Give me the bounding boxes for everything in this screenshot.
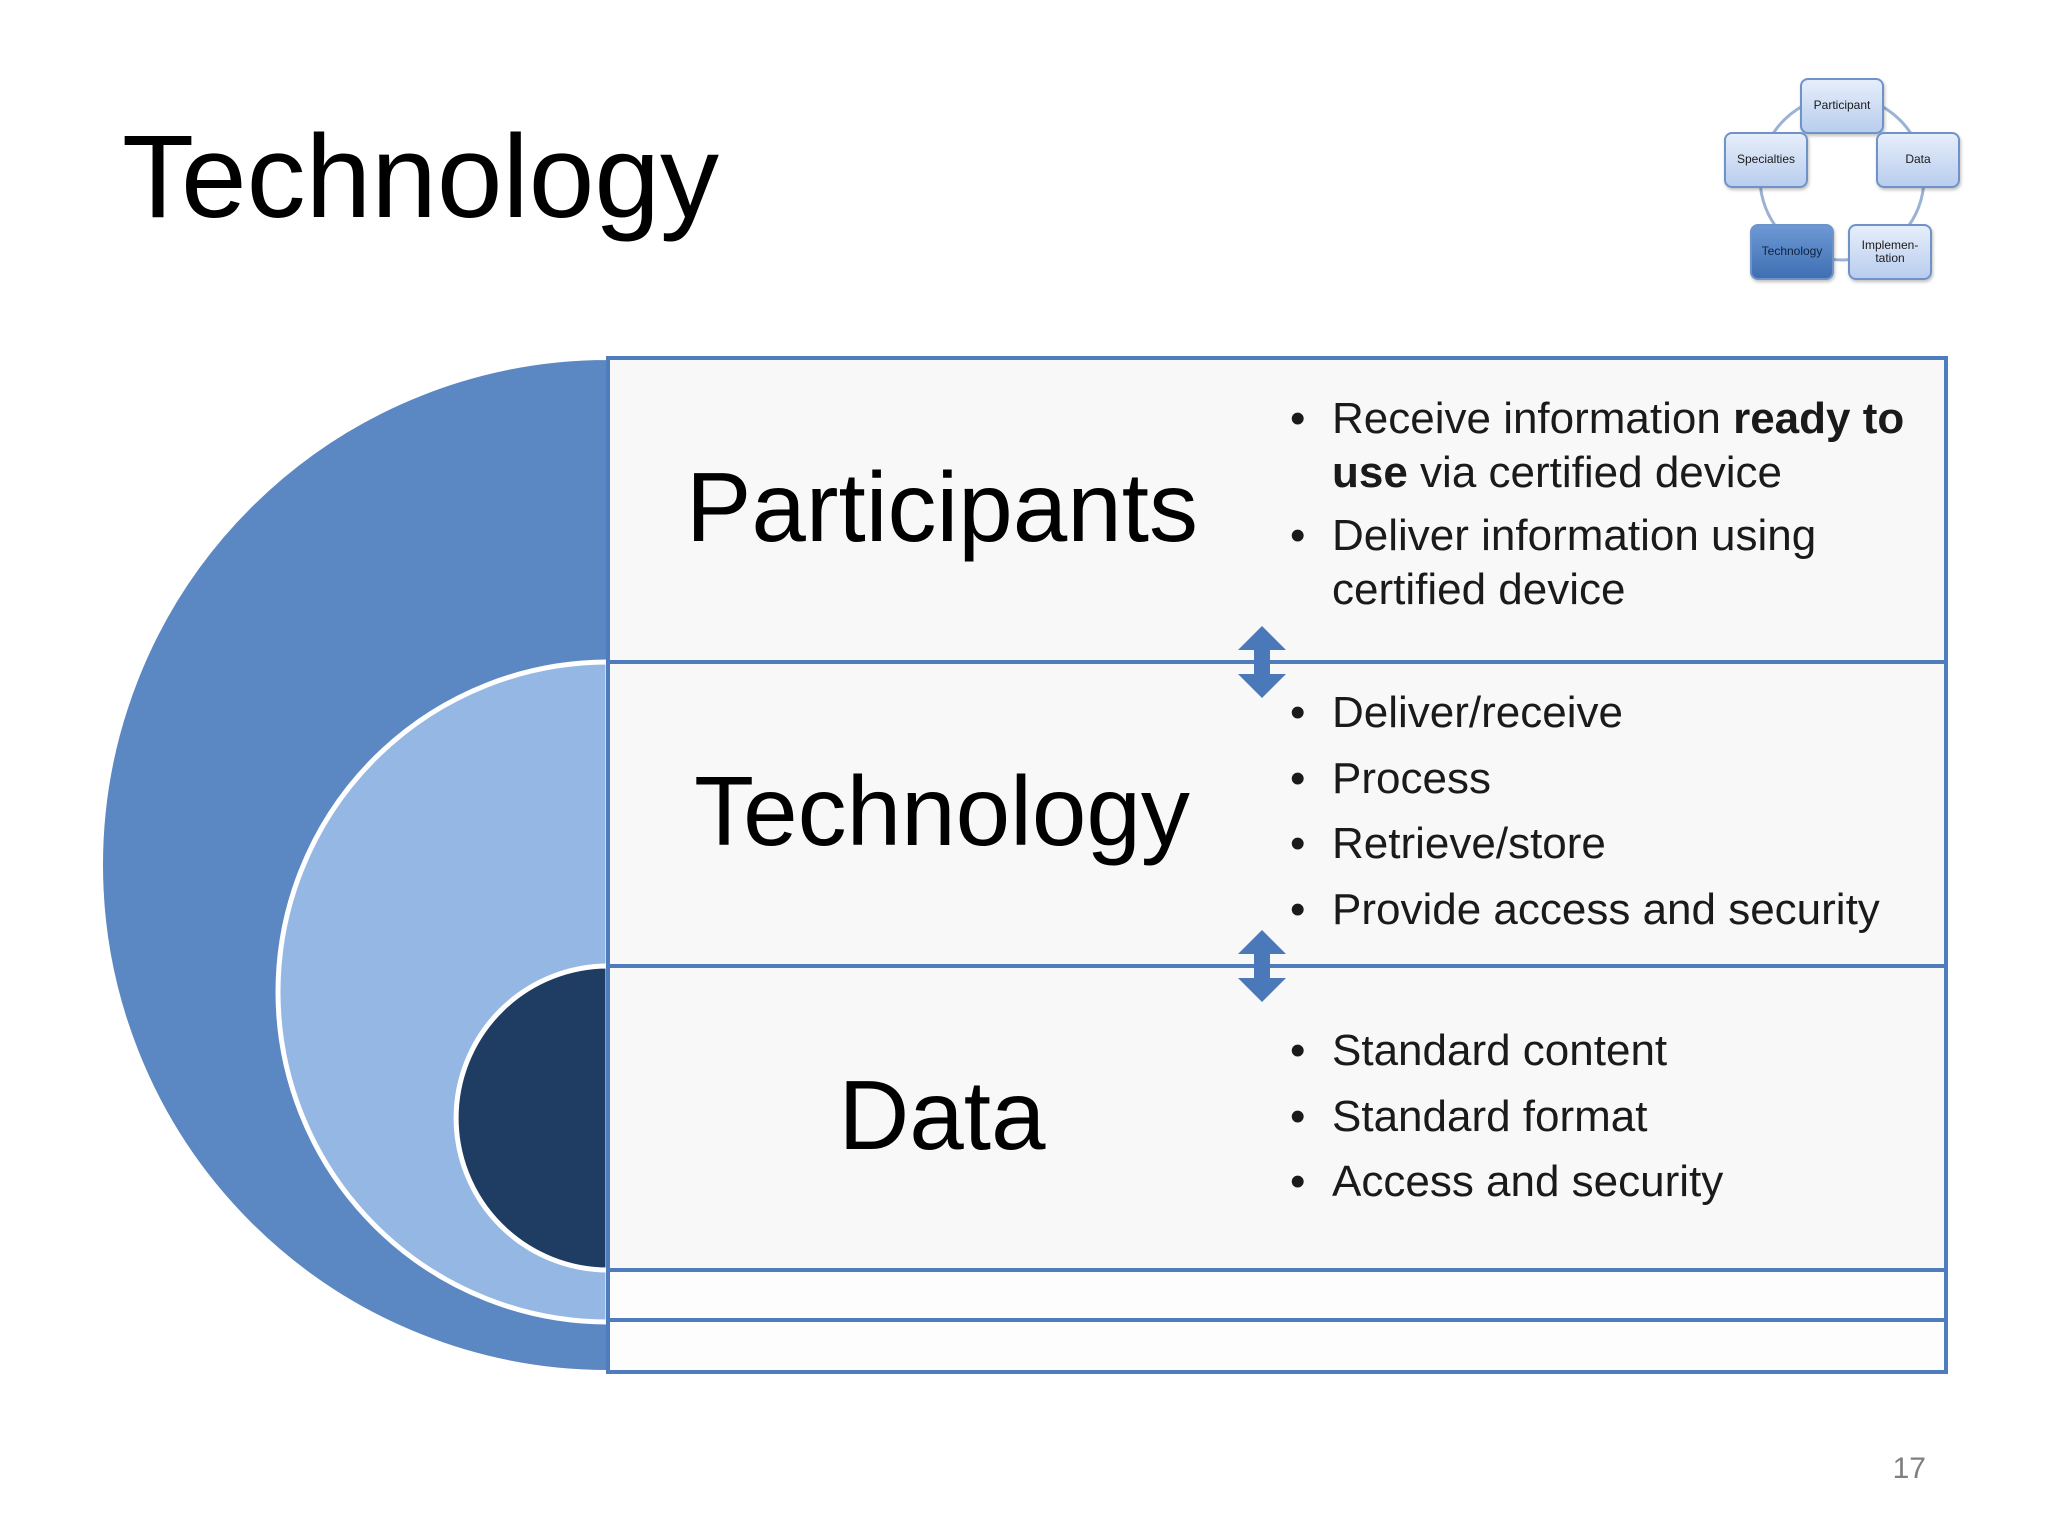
list-item: Process — [1290, 752, 1930, 806]
data-bullets: Standard content Standard format Access … — [1290, 1024, 1930, 1221]
list-item: Receive information ready to use via cer… — [1290, 392, 1930, 499]
list-item: Access and security — [1290, 1155, 1930, 1209]
list-item: Provide access and security — [1290, 883, 1930, 937]
layer-label-participants: Participants — [685, 452, 1198, 562]
double-arrow-icon — [1238, 930, 1286, 1002]
technology-bullets: Deliver/receive Process Retrieve/store P… — [1290, 686, 1930, 949]
navigator-node-technology[interactable]: Technology — [1750, 224, 1834, 280]
participants-bullets: Receive information ready to use via cer… — [1290, 392, 1930, 627]
navigator-node-participant[interactable]: Participant — [1800, 78, 1884, 134]
empty-panel-1 — [606, 1268, 1948, 1322]
layer-label-data: Data — [838, 1060, 1046, 1170]
list-item: Deliver information using certified devi… — [1290, 509, 1930, 616]
empty-panel-2 — [606, 1318, 1948, 1374]
navigator-node-specialties[interactable]: Specialties — [1724, 132, 1808, 188]
slide-title: Technology — [122, 111, 719, 243]
list-item: Standard format — [1290, 1090, 1930, 1144]
data-panel — [606, 964, 1948, 1272]
layer-label-technology: Technology — [694, 756, 1190, 866]
list-item: Standard content — [1290, 1024, 1930, 1078]
navigator-node-data[interactable]: Data — [1876, 132, 1960, 188]
list-item: Deliver/receive — [1290, 686, 1930, 740]
inner-core — [453, 963, 611, 1273]
page-number: 17 — [1892, 1452, 1926, 1485]
double-arrow-icon — [1238, 626, 1286, 698]
navigator-node-implementation[interactable]: Implemen- tation — [1848, 224, 1932, 280]
list-item: Retrieve/store — [1290, 817, 1930, 871]
